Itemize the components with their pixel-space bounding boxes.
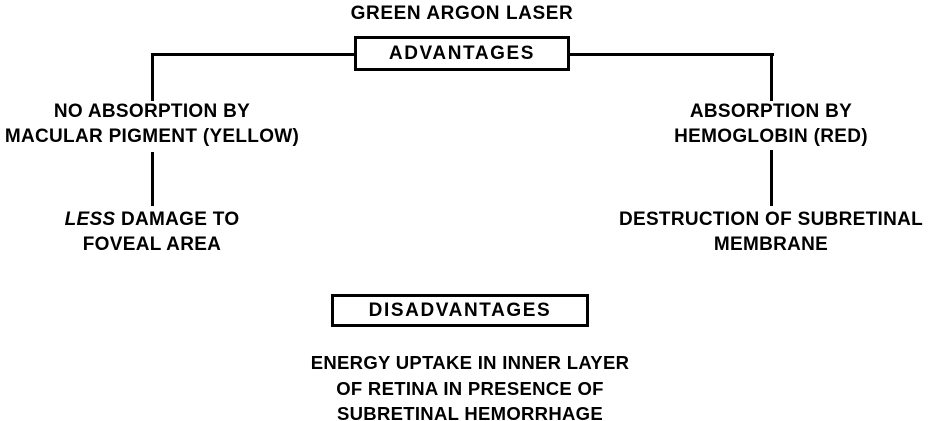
disadvantages-detail-line1: ENERGY UPTAKE IN INNER LAYER: [310, 352, 630, 373]
connector-left-outcome-vertical: [151, 152, 154, 206]
disadvantages-detail: ENERGY UPTAKE IN INNER LAYER OF RETINA I…: [311, 350, 630, 421]
disadvantages-node-label: DISADVANTAGES: [368, 299, 552, 321]
connector-advantages-to-right-horizontal: [568, 53, 774, 56]
left-branch-label: NO ABSORPTION BY MACULAR PIGMENT (YELLOW…: [5, 99, 299, 150]
left-branch-outcome-emphasis: LESS: [64, 209, 116, 230]
connector-left-branch-vertical: [151, 53, 154, 101]
disadvantages-node: DISADVANTAGES: [331, 294, 589, 327]
left-branch-outcome-line1-rest: DAMAGE TO: [115, 209, 240, 230]
right-branch-label: ABSORPTION BY HEMOGLOBIN (RED): [674, 99, 868, 150]
connector-right-outcome-vertical: [770, 150, 773, 206]
disadvantages-detail-line3: SUBRETINAL HEMORRHAGE: [336, 403, 603, 421]
right-branch-outcome-line1: DESTRUCTION OF SUBRETINAL: [618, 209, 924, 230]
left-branch-label-line2: MACULAR PIGMENT (YELLOW): [4, 126, 300, 148]
left-branch-outcome: LESS DAMAGE TO FOVEAL AREA: [65, 207, 240, 258]
right-branch-outcome-line2: MEMBRANE: [713, 234, 829, 256]
right-branch-outcome: DESTRUCTION OF SUBRETINAL MEMBRANE: [619, 207, 923, 258]
advantages-node: ADVANTAGES: [354, 36, 570, 71]
right-branch-label-line2: HEMOGLOBIN (RED): [674, 126, 868, 148]
left-branch-outcome-line1: LESS DAMAGE TO: [65, 207, 240, 232]
connector-right-branch-vertical: [770, 53, 773, 101]
connector-advantages-to-left-horizontal: [152, 53, 356, 56]
disadvantages-detail-line2: OF RETINA IN PRESENCE OF: [336, 377, 604, 399]
right-branch-label-line1: ABSORPTION BY: [689, 101, 853, 122]
advantages-node-label: ADVANTAGES: [388, 42, 536, 64]
left-branch-outcome-line2: FOVEAL AREA: [82, 234, 222, 256]
diagram-title: GREEN ARGON LASER: [350, 3, 574, 24]
left-branch-label-line1: NO ABSORPTION BY: [53, 101, 251, 122]
